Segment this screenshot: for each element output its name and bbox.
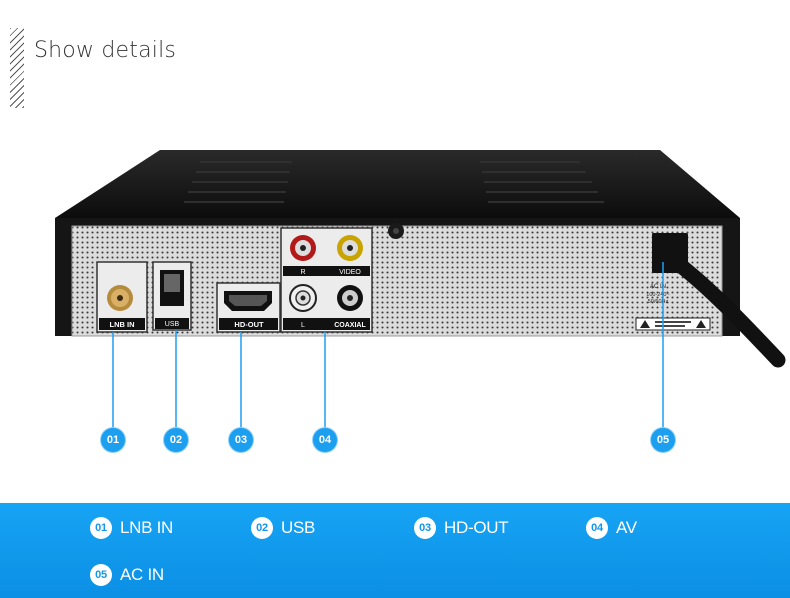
legend-label: AC IN: [120, 565, 164, 584]
label-usb: USB: [165, 321, 180, 328]
legend-item-av: 04 AV: [586, 517, 637, 539]
callout-marker-02: 02: [164, 428, 188, 452]
power-cable: [668, 254, 786, 368]
callout-marker-05: 05: [651, 428, 675, 452]
legend-number: 01: [90, 517, 112, 539]
label-ac-rating-1: 100-240~: [646, 292, 669, 298]
legend-number: 04: [586, 517, 608, 539]
legend-label: HD-OUT: [444, 518, 509, 537]
legend-number: 02: [251, 517, 273, 539]
legend-item-lnb-in: 01 LNB IN: [90, 517, 173, 539]
receiver-back-panel-illustration: LNB IN USB HD-OUT R VIDEO L COAXIAL AC I…: [55, 150, 786, 428]
casing-top: [55, 150, 740, 218]
label-l: L: [301, 322, 305, 329]
legend-item-hd-out: 03 HD-OUT: [414, 517, 509, 539]
label-ac-in: AC IN: [650, 284, 666, 290]
callout-marker-04: 04: [313, 428, 337, 452]
callout-marker-01: 01: [101, 428, 125, 452]
label-lnb-in: LNB IN: [110, 320, 135, 329]
label-hd-out: HD-OUT: [234, 320, 264, 329]
legend-label: LNB IN: [120, 518, 173, 537]
label-video: VIDEO: [339, 269, 361, 276]
legend-number: 03: [414, 517, 436, 539]
warning-icon: [696, 320, 706, 328]
label-ac-rating-2: 50/60Hz: [648, 299, 669, 305]
legend-number: 05: [90, 564, 112, 586]
warning-icon: [640, 320, 650, 328]
label-r: R: [300, 269, 305, 276]
legend-bar: 01 LNB IN 02 USB 03 HD-OUT 04 AV 05 AC I…: [0, 503, 790, 598]
legend-item-ac-in: 05 AC IN: [90, 564, 164, 586]
decorative-hatch: [10, 28, 24, 108]
label-coaxial: COAXIAL: [334, 322, 366, 329]
legend-item-usb: 02 USB: [251, 517, 315, 539]
legend-label: USB: [281, 518, 316, 537]
legend-label: AV: [616, 518, 637, 537]
callout-marker-03: 03: [229, 428, 253, 452]
page-title: Show details: [34, 38, 177, 63]
